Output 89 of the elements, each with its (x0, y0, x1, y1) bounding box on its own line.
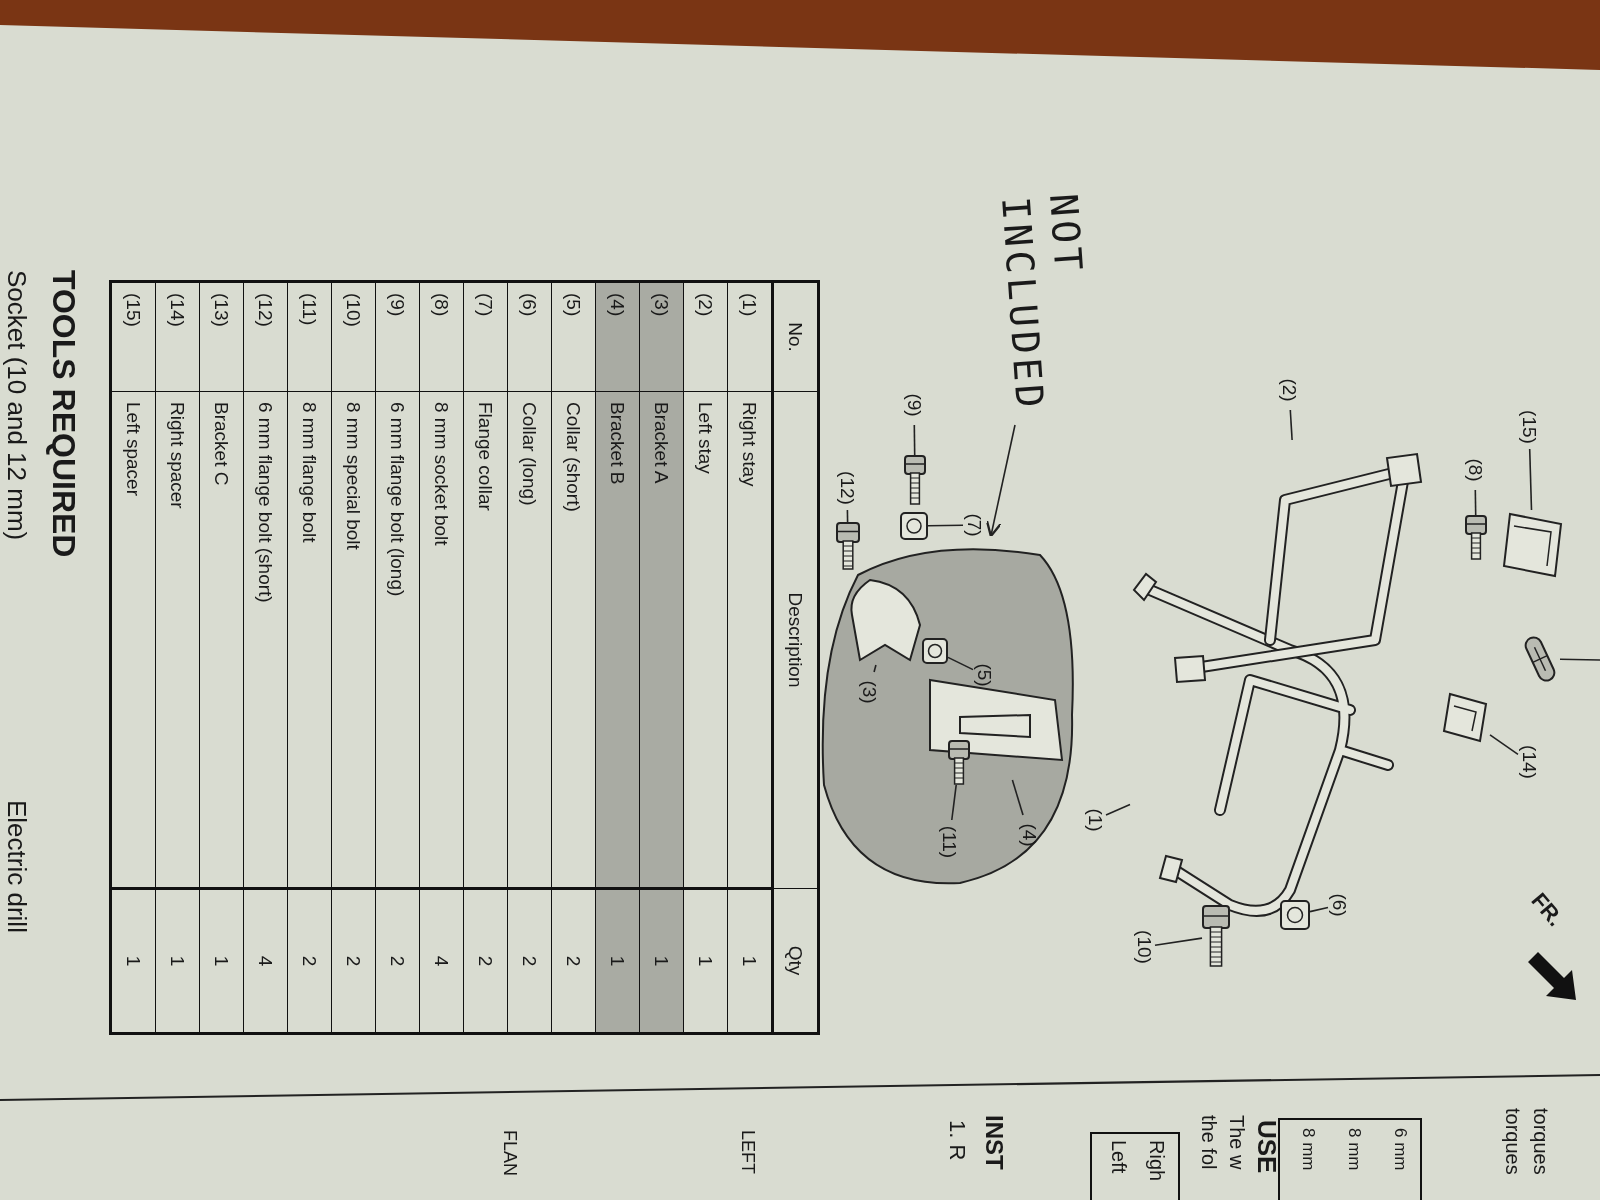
part-description: 6 mm flange bolt (long) (375, 391, 420, 889)
leader-line (1528, 448, 1533, 511)
leader-line (1289, 409, 1293, 441)
part-number: (1) (727, 281, 773, 392)
part-number: (5) (551, 281, 596, 392)
part-number: (6) (507, 281, 552, 392)
part-number: (9) (375, 281, 420, 392)
leader-line (873, 664, 877, 673)
spacer-drawing (1440, 690, 1490, 745)
part-number: (11) (287, 281, 332, 392)
callout-number: (15) (1518, 405, 1540, 449)
text-fragment: torques (1501, 1108, 1524, 1175)
text-fragment: Left (1107, 1140, 1130, 1174)
section-heading: INST (980, 1115, 1008, 1170)
callout-number: (7) (963, 505, 985, 545)
collar-drawing (900, 512, 928, 540)
callout-number: (14) (1518, 740, 1540, 784)
text-fragment: FLAN (499, 1130, 520, 1176)
direction-label: FR. (1525, 887, 1569, 932)
part-description: 8 mm flange bolt (287, 391, 332, 889)
handwritten-note: NOT INCLUDED (991, 191, 1103, 429)
leader-line (927, 524, 964, 527)
part-description: Bracket A (639, 391, 684, 889)
spacer-drawing (1500, 510, 1565, 580)
callout-number: (11) (938, 820, 960, 864)
collar-drawing (1280, 900, 1310, 930)
leader-line (951, 784, 957, 821)
part-description: 8 mm special bolt (331, 391, 376, 889)
part-description: 8 mm socket bolt (419, 391, 464, 889)
collar-drawing (922, 638, 948, 664)
quantity: 1 (639, 888, 684, 1034)
text-fragment: 1. R (944, 1120, 970, 1161)
leader-line (1489, 734, 1519, 756)
column-header: Description (772, 391, 819, 889)
leader-line (1474, 489, 1477, 516)
section-heading: USE (1251, 1120, 1282, 1174)
spec-value: 6 mm (1390, 1128, 1410, 1171)
bolt-drawing (1465, 515, 1487, 560)
callout-number: (8) (1464, 450, 1486, 490)
part-number: (10) (331, 281, 376, 392)
leader-line (1105, 803, 1131, 816)
callout-number: (5) (973, 655, 995, 695)
callout-number: (4) (1018, 815, 1040, 855)
column-header: No. (772, 281, 819, 392)
leader-line (913, 424, 916, 456)
text-fragment: torques (1529, 1108, 1552, 1175)
part-description: Right stay (727, 391, 773, 889)
bolt-drawing (836, 522, 860, 570)
callout-number: (2) (1278, 370, 1300, 410)
part-number: (14) (155, 281, 200, 392)
leader-line (1559, 658, 1600, 661)
part-description: Flange collar (463, 391, 508, 889)
arrow (985, 424, 1016, 538)
bolt-drawing (904, 455, 926, 505)
spec-value: 8 mm (1344, 1128, 1364, 1171)
part-number: (8) (419, 281, 464, 392)
spec-value: 8 mm (1298, 1128, 1318, 1171)
part-description: Right spacer (155, 391, 200, 889)
part-number: (12) (243, 281, 288, 392)
part-number: (4) (595, 281, 640, 392)
text-fragment: LEFT (737, 1130, 758, 1174)
quantity: 1 (595, 888, 640, 1034)
part-description: Collar (short) (551, 391, 596, 889)
callout-number: (3) (858, 672, 880, 712)
leader-line (947, 656, 974, 671)
text-fragment: Righ (1145, 1140, 1168, 1182)
leader-line (1011, 779, 1024, 816)
text-fragment: The w (1225, 1115, 1248, 1170)
callout-number: (6) (1328, 885, 1350, 925)
callout-number: (1) (1084, 800, 1106, 840)
tool-item: Electric drill (1, 800, 32, 933)
text-fragment: the fol (1197, 1115, 1220, 1170)
part-number: (3) (639, 281, 684, 392)
tool-item: Socket (10 and 12 mm) (1, 270, 32, 541)
part-description: Bracket B (595, 391, 640, 889)
callout-number: (12) (836, 466, 858, 510)
part-description: 6 mm flange bolt (short) (243, 391, 288, 889)
bolt-drawing (1202, 905, 1230, 967)
leader-line (1154, 937, 1203, 947)
bolt-drawing (948, 740, 970, 785)
part-number: (7) (463, 281, 508, 392)
leader-line (1309, 906, 1329, 913)
part-number: (13) (199, 281, 244, 392)
part-description: Collar (long) (507, 391, 552, 889)
leader-line (846, 509, 849, 523)
part-description: Bracket C (199, 391, 244, 889)
section-heading: TOOLS REQUIRED (45, 270, 82, 558)
callout-number: (9) (903, 385, 925, 425)
callout-number: (10) (1133, 925, 1155, 969)
